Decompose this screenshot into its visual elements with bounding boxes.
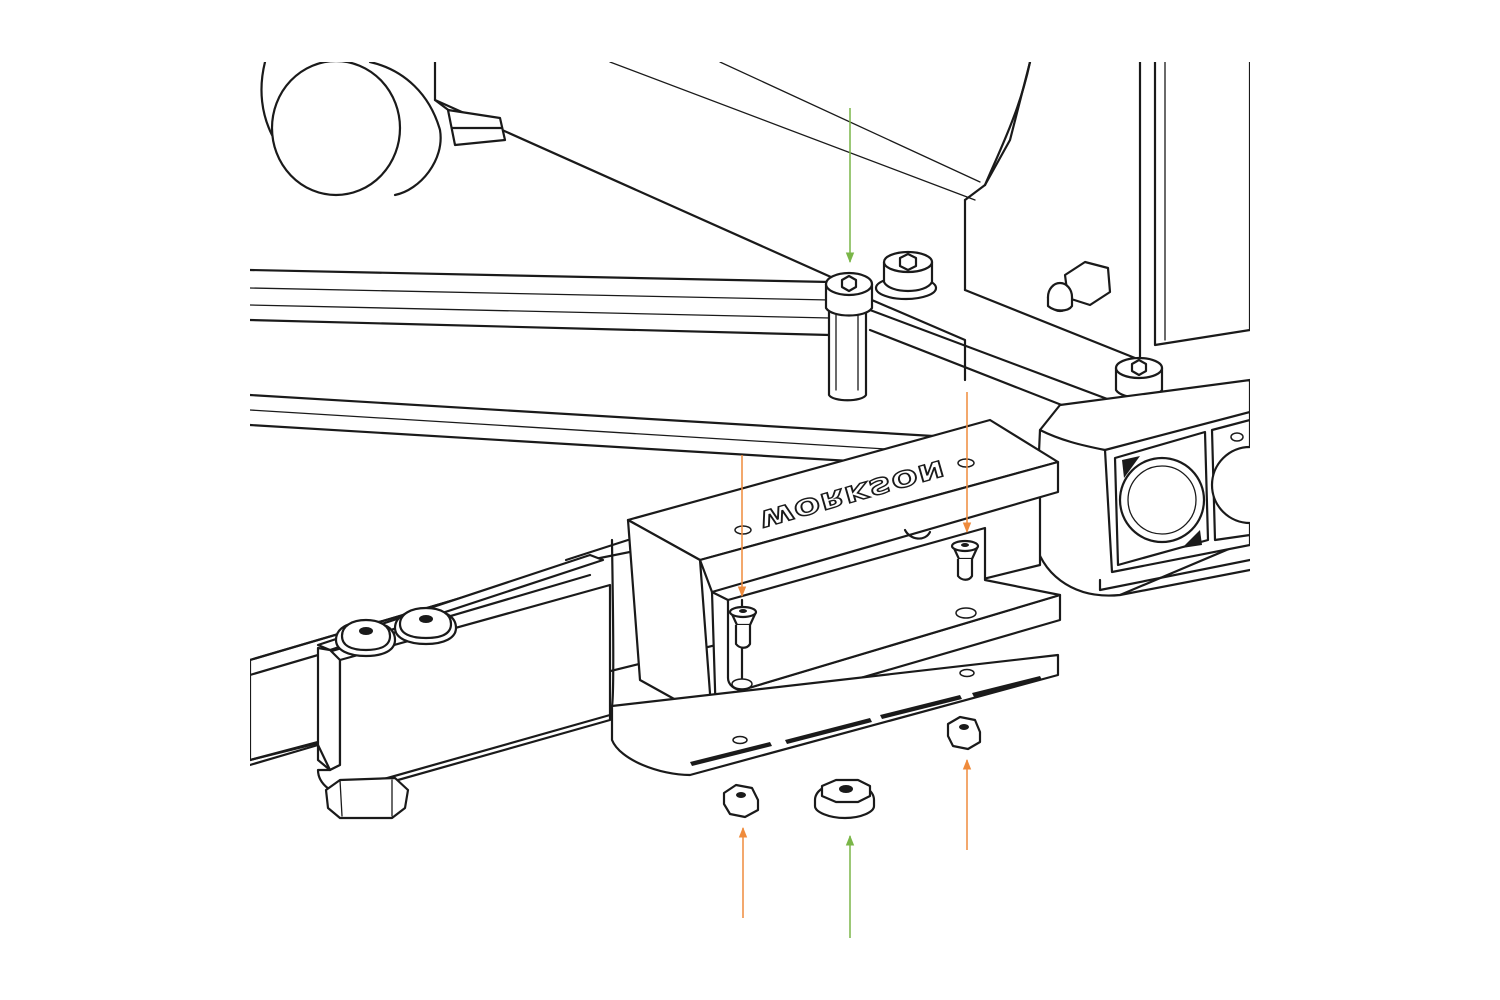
upper-diagonal-beam: [433, 62, 1032, 292]
assembly-arrows: [737, 108, 972, 938]
hex-post: [1046, 260, 1112, 313]
washer-bolt-top: [874, 250, 938, 301]
countersunk-screw-right: [950, 539, 980, 581]
button-head-screws: [334, 606, 458, 658]
hex-nut-left: [722, 783, 760, 819]
countersunk-screw-left: [728, 605, 758, 649]
socket-cap-bolt-right: [1114, 356, 1164, 399]
flange-nut: [813, 778, 876, 820]
upright-housing: [963, 62, 1250, 362]
round-tube-end: [260, 62, 507, 197]
power-strip: [1033, 378, 1250, 597]
socket-cap-bolt-top: [824, 271, 874, 402]
mounting-bracket: WORKSON: [564, 418, 1062, 777]
frame-background: WORKSON: [250, 62, 1250, 820]
hex-nut-right: [946, 715, 982, 751]
hex-nut-under-rail: [324, 776, 410, 820]
